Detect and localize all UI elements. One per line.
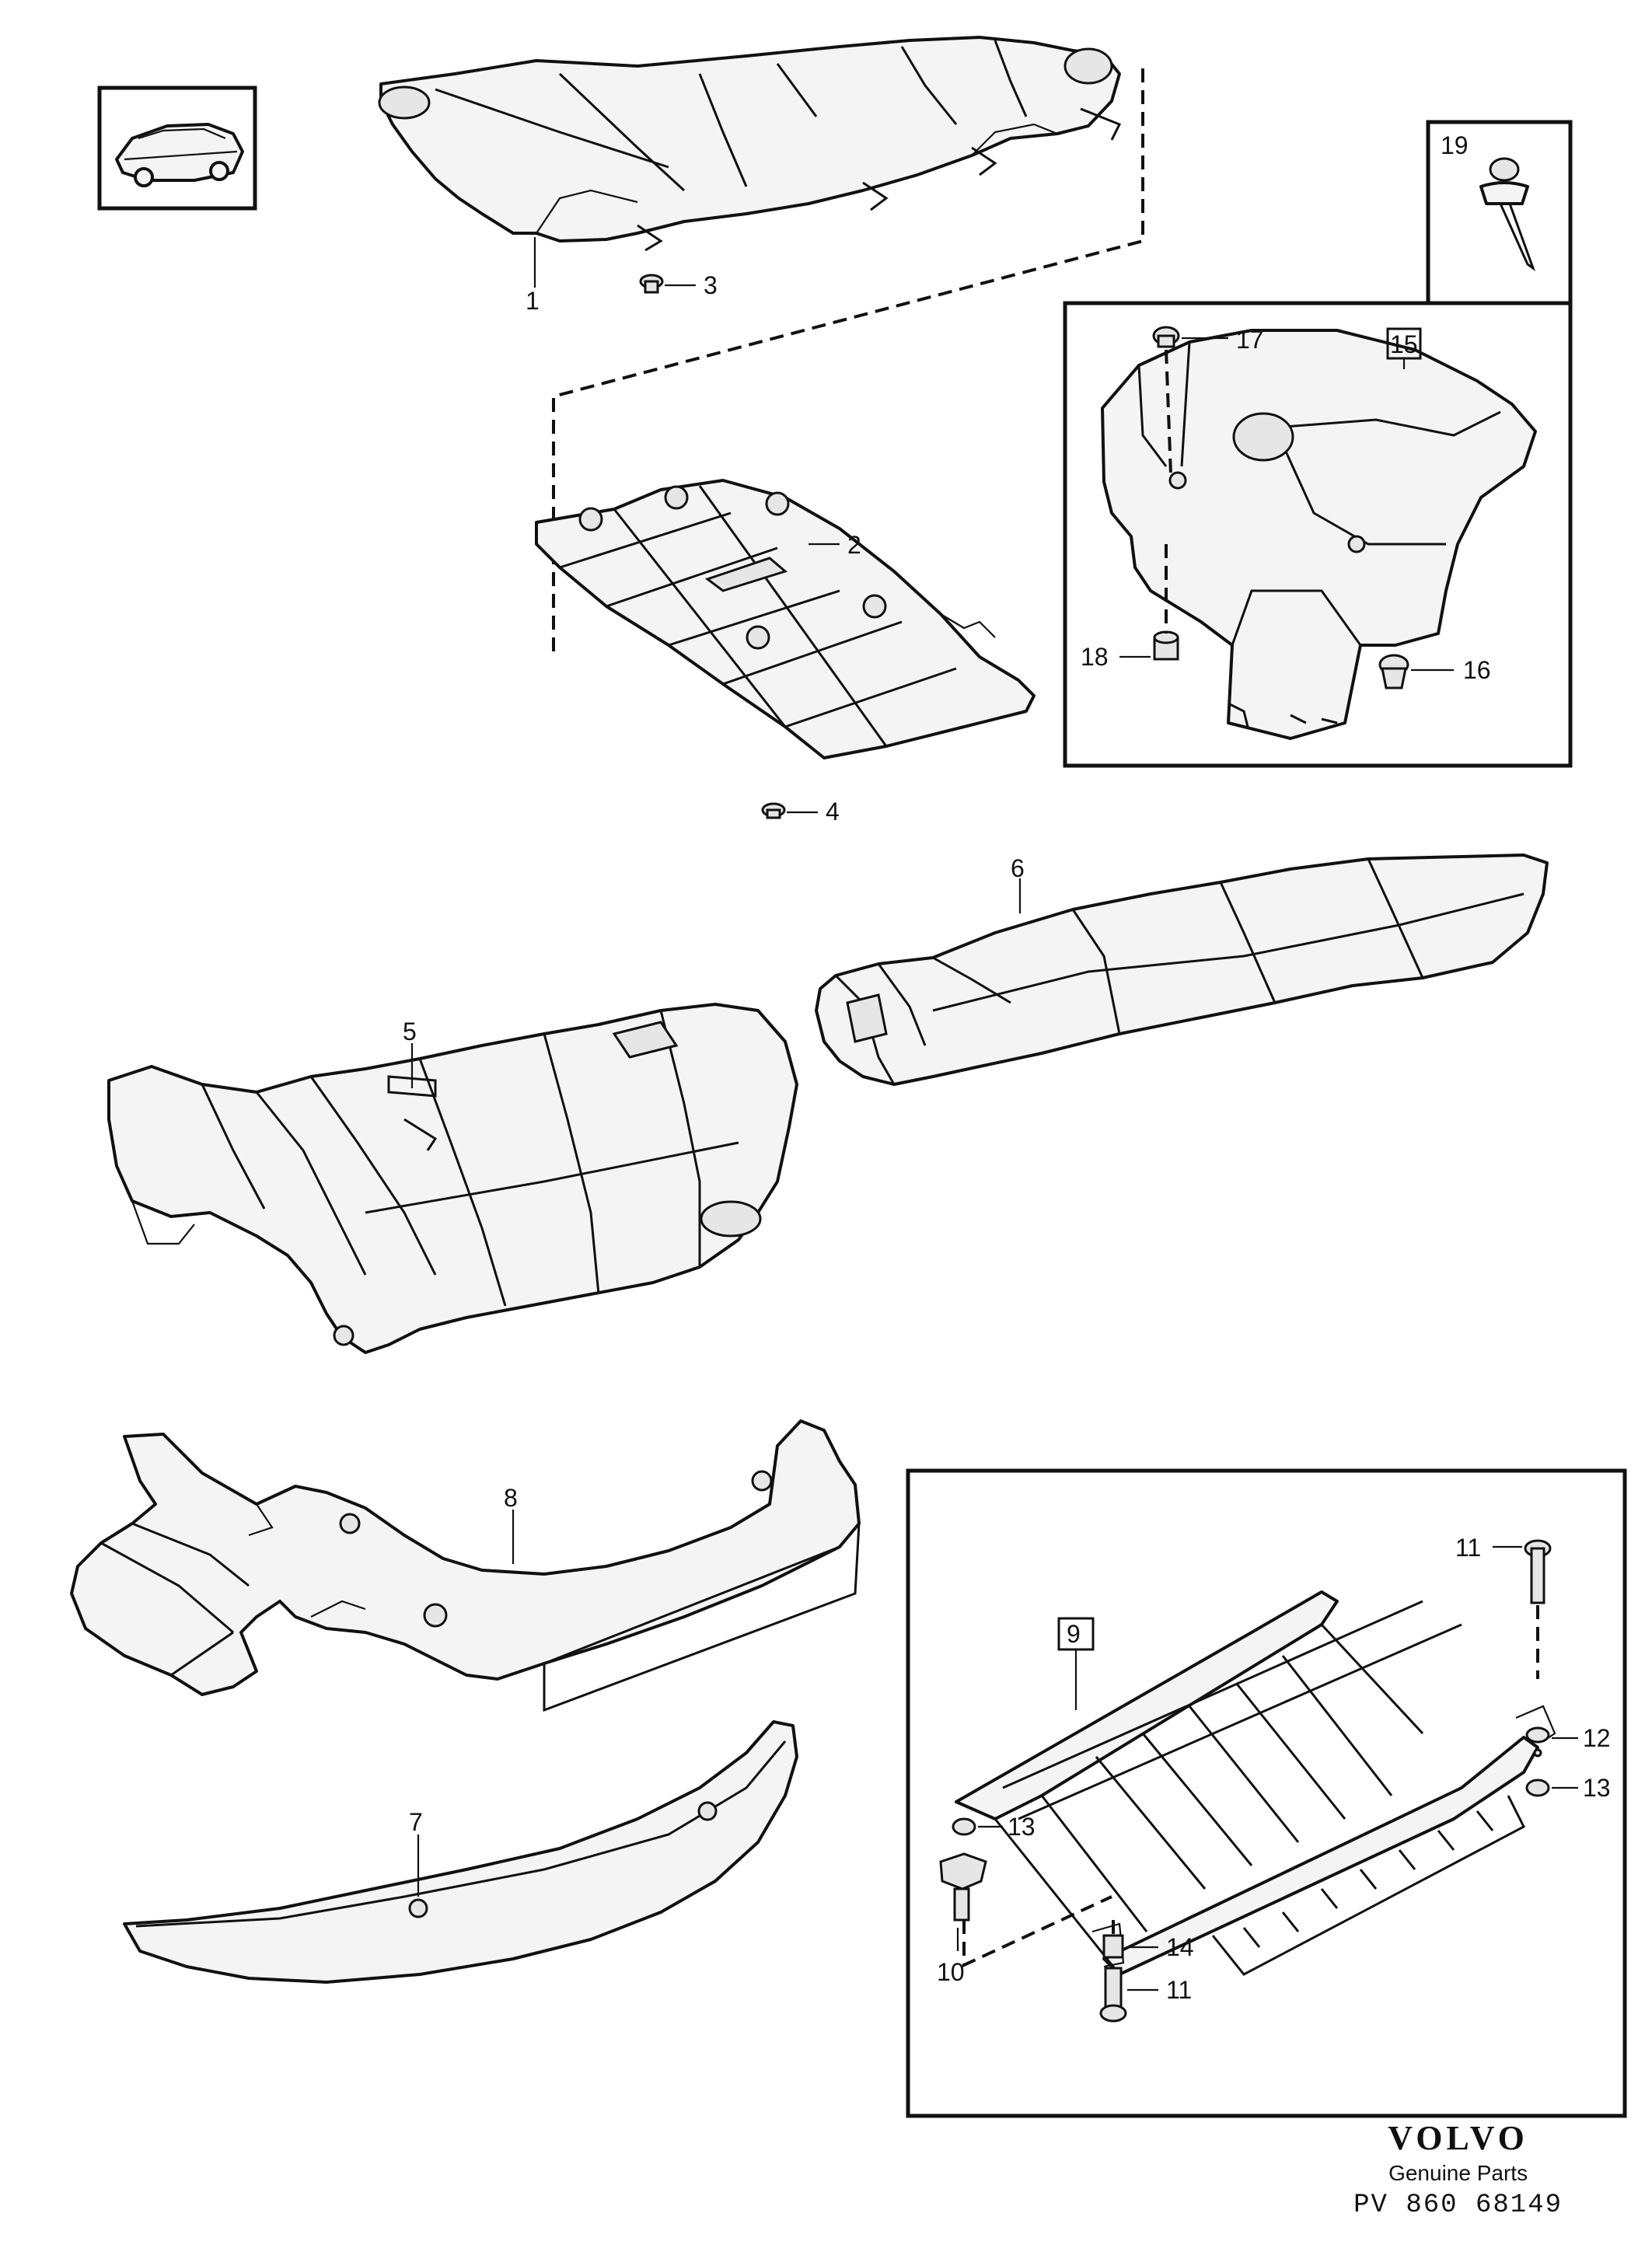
callout-19: 19 xyxy=(1441,131,1469,159)
callout-14: 14 xyxy=(1166,1933,1194,1961)
vehicle-thumbnail xyxy=(97,86,257,211)
genuine-parts-label: Genuine Parts xyxy=(1388,2161,1528,2185)
part-3-nut xyxy=(639,274,664,294)
callout-2: 2 xyxy=(847,531,861,559)
callout-3: 3 xyxy=(704,271,718,299)
callout-12: 12 xyxy=(1583,1724,1611,1752)
part-1-heat-shield xyxy=(378,36,1122,252)
part-17-bolt xyxy=(1152,326,1180,475)
part-13-nut-right xyxy=(1525,1779,1550,1797)
callout-7: 7 xyxy=(409,1808,423,1836)
part-8-side-shield xyxy=(70,1419,861,1712)
callout-5: 5 xyxy=(403,1018,417,1045)
callout-4: 4 xyxy=(826,798,840,826)
part-11-bolt-lower xyxy=(1099,1967,1127,2023)
callout-17: 17 xyxy=(1236,326,1264,354)
detail-box-19 xyxy=(1426,120,1573,305)
callout-1: 1 xyxy=(526,287,540,315)
part-5-heat-shield xyxy=(107,1003,798,1354)
part-4-nut xyxy=(761,802,786,819)
part-16-clip xyxy=(1378,654,1409,689)
callout-10: 10 xyxy=(937,1958,965,1986)
part-14-spacer xyxy=(1102,1920,1124,1959)
callout-11b: 11 xyxy=(1166,1976,1192,2004)
callout-15: 15 xyxy=(1390,330,1418,358)
volvo-footer: VOLVO Genuine Parts PV 860 68149 xyxy=(1353,2118,1563,2220)
part-7-curved-strip xyxy=(123,1720,798,1984)
callout-18: 18 xyxy=(1081,643,1109,671)
callout-13b: 13 xyxy=(1583,1774,1611,1802)
callout-16: 16 xyxy=(1463,656,1491,684)
callout-11a: 11 xyxy=(1455,1534,1481,1562)
part-12-nut xyxy=(1525,1726,1550,1758)
part-2-lower-shield xyxy=(535,479,1036,759)
callout-8: 8 xyxy=(504,1484,518,1512)
part-10-bracket xyxy=(939,1852,1112,1968)
callout-6: 6 xyxy=(1011,854,1025,882)
part-11-bolt-upper xyxy=(1524,1539,1552,1679)
part-13-nut-left xyxy=(952,1817,976,1836)
part-6-tunnel-shield xyxy=(815,853,1549,1086)
part-19-rivet xyxy=(1479,157,1536,272)
part-15-shield xyxy=(1101,329,1537,740)
part-9-grid-frame xyxy=(955,1590,1556,1976)
detail-box-9 xyxy=(906,1468,1627,2118)
volvo-logo: VOLVO xyxy=(1388,2119,1528,2157)
callout-13a: 13 xyxy=(1008,1813,1036,1841)
diagram-code: PV 860 68149 xyxy=(1353,2190,1563,2220)
callout-9: 9 xyxy=(1067,1620,1081,1648)
detail-box-15 xyxy=(1063,301,1573,768)
part-18-nut xyxy=(1153,544,1179,661)
